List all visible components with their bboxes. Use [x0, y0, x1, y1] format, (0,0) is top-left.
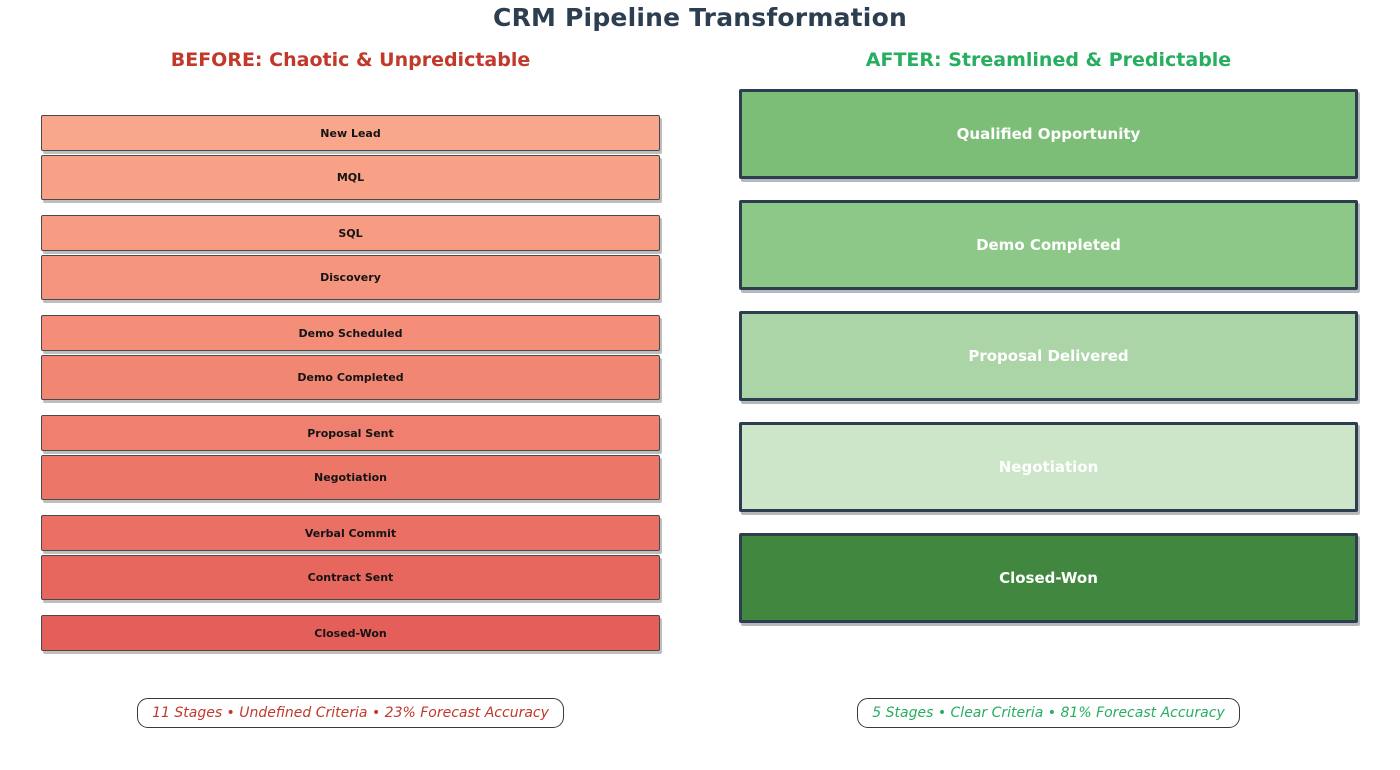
before-caption-row: 11 Stages • Undefined Criteria • 23% For… — [41, 698, 660, 728]
stage-label: Negotiation — [998, 458, 1099, 476]
before-summary-badge: 11 Stages • Undefined Criteria • 23% For… — [137, 698, 564, 728]
stage-label: Closed-Won — [999, 569, 1098, 587]
page-title: CRM Pipeline Transformation — [493, 3, 907, 32]
stage-label: Demo Completed — [976, 236, 1121, 254]
pipeline-stage: Closed-Won — [739, 533, 1358, 623]
stage-label: Proposal Sent — [307, 426, 394, 440]
pipeline-stage: MQL — [41, 155, 660, 200]
pipeline-stage: Demo Completed — [41, 355, 660, 400]
stage-label: SQL — [338, 226, 363, 240]
stage-label: Proposal Delivered — [968, 347, 1129, 365]
stage-label: New Lead — [320, 126, 381, 140]
pipeline-stage: New Lead — [41, 115, 660, 151]
pipeline-stage: Negotiation — [41, 455, 660, 500]
pipeline-stage: Proposal Delivered — [739, 311, 1358, 401]
pipeline-stage: Proposal Sent — [41, 415, 660, 451]
stage-label: Discovery — [320, 271, 381, 284]
stage-label: Closed-Won — [314, 626, 387, 640]
after-summary-badge: 5 Stages • Clear Criteria • 81% Forecast… — [857, 698, 1240, 728]
pipeline-stage: Demo Scheduled — [41, 315, 660, 351]
stage-label: Verbal Commit — [304, 526, 397, 540]
after-caption-row: 5 Stages • Clear Criteria • 81% Forecast… — [739, 698, 1358, 728]
pipeline-stage: Discovery — [41, 255, 660, 300]
pipeline-stage: SQL — [41, 215, 660, 251]
stage-label: Demo Completed — [297, 371, 404, 384]
stage-label: MQL — [336, 171, 365, 184]
pipeline-stage: Negotiation — [739, 422, 1358, 512]
pipeline-stage: Qualified Opportunity — [739, 89, 1358, 179]
after-heading: AFTER: Streamlined & Predictable — [865, 49, 1232, 71]
stage-label: Negotiation — [314, 471, 387, 484]
pipeline-stage: Verbal Commit — [41, 515, 660, 551]
before-heading: BEFORE: Chaotic & Unpredictable — [170, 49, 531, 71]
pipeline-stage: Demo Completed — [739, 200, 1358, 290]
stage-label: Demo Scheduled — [298, 326, 403, 340]
pipeline-stage: Contract Sent — [41, 555, 660, 600]
pipeline-stage: Closed-Won — [41, 615, 660, 651]
stage-label: Contract Sent — [307, 571, 394, 584]
stage-label: Qualified Opportunity — [956, 125, 1141, 143]
